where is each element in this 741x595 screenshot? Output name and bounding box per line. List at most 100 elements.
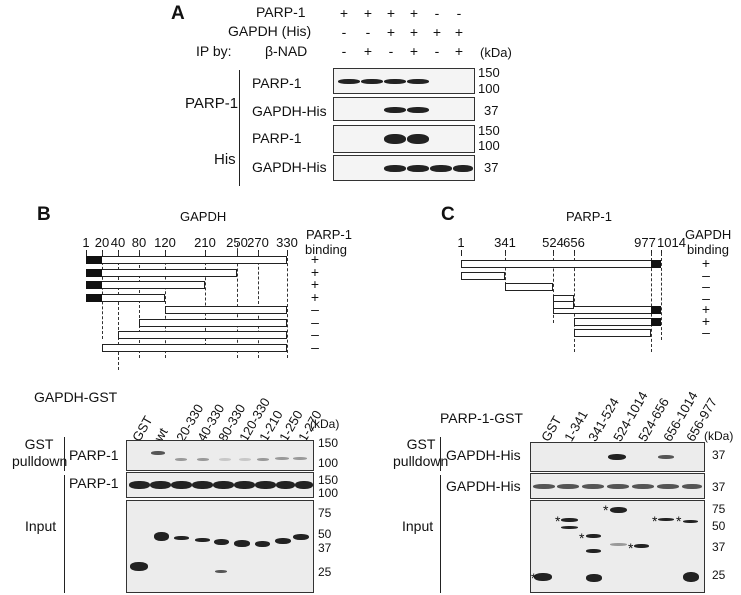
mw-b-100a: 100 xyxy=(318,456,339,470)
mw-a-150: 150 xyxy=(478,65,500,80)
gapdh-guide-4 xyxy=(165,252,166,358)
input-label-b: Input xyxy=(25,518,57,534)
mw-b-150b: 150 xyxy=(318,473,339,487)
blot-b-input-parp1 xyxy=(126,472,314,498)
gapdh-binding-3: + xyxy=(310,276,320,292)
gapdh-pos-tick-1 xyxy=(86,250,87,256)
parp1-cterm-block-5 xyxy=(651,306,661,314)
panel-a-letter: A xyxy=(171,3,185,24)
sign-parp1-4: + xyxy=(409,5,419,21)
mw-b-50: 50 xyxy=(318,527,332,541)
star-mark-c6: * xyxy=(652,513,658,529)
gst-pulldown-label-c1: GST xyxy=(406,436,436,452)
parp1-guide-3 xyxy=(574,253,575,352)
gapdh-binding-4: + xyxy=(310,288,320,305)
gapdh-guide-3 xyxy=(139,250,140,358)
sign-parp1-6: - xyxy=(456,5,462,21)
blot-a2 xyxy=(333,97,475,121)
gapdh-gst-header: GAPDH-GST xyxy=(34,389,118,405)
ip-group-his: His xyxy=(214,151,236,168)
gapdh-pos-40: 40 xyxy=(110,235,126,250)
sign-gapdh-1: - xyxy=(341,24,347,40)
gapdh-pos-330: 330 xyxy=(276,235,298,250)
blot-b-input-gst xyxy=(126,500,314,593)
kda-label-c: (kDa) xyxy=(704,429,734,443)
blot-label-b1: PARP-1 xyxy=(69,447,119,463)
gst-bracket-c xyxy=(440,437,441,471)
gst-pulldown-label-c2: pulldown xyxy=(393,453,449,469)
parp1-guide-4 xyxy=(651,253,652,352)
ipby-label: IP by: xyxy=(196,43,232,59)
gapdh-nterm-block-1 xyxy=(86,256,102,264)
blot-a3 xyxy=(333,125,475,153)
gapdh-fragment-2 xyxy=(86,268,237,277)
kda-label-a: (kDa) xyxy=(480,45,512,60)
gapdh-pos-80: 80 xyxy=(131,235,147,250)
parp1-lane-GST: GST xyxy=(538,413,565,444)
parp1-guide-1 xyxy=(505,253,506,285)
nad-row-label: β-NAD xyxy=(265,43,308,59)
star-mark-c4: * xyxy=(603,502,609,518)
sign-nad-4: + xyxy=(409,43,419,59)
gapdh-binding-header-2: binding xyxy=(687,242,729,257)
parp1-pos-656: 656 xyxy=(563,235,585,250)
gapdh-pos-tick-330 xyxy=(287,250,288,256)
parp1-pos-tick-1 xyxy=(461,250,462,256)
parp1-fragment-stub xyxy=(553,301,574,309)
blot-label-a1: PARP-1 xyxy=(252,75,302,91)
parp1-binding-4: – xyxy=(702,289,710,306)
mw-c-37a: 37 xyxy=(712,448,726,462)
mw-b-25: 25 xyxy=(318,565,332,579)
parp1-fragment-1 xyxy=(461,260,661,268)
gapdh-pos-1: 1 xyxy=(82,235,90,250)
panel-b-letter: B xyxy=(37,204,51,225)
gapdh-guide-8 xyxy=(287,258,288,358)
parp1-lane-1-341: 1-341 xyxy=(561,407,591,444)
parp1-fragment-6 xyxy=(574,317,661,326)
parp1-row-label: PARP-1 xyxy=(256,4,306,20)
parp1-guide-2 xyxy=(553,253,554,323)
blot-c-pulldown xyxy=(530,442,705,472)
parp1-map-title: PARP-1 xyxy=(566,209,612,224)
gapdh-binding-6: – xyxy=(311,313,319,330)
blot-label-a3: PARP-1 xyxy=(252,130,302,146)
sign-parp1-5: - xyxy=(434,5,440,21)
gapdh-row-label: GAPDH (His) xyxy=(228,23,312,39)
parp1-cterm-block-1 xyxy=(651,260,661,268)
gapdh-pos-210: 210 xyxy=(194,235,216,250)
star-mark-c3: * xyxy=(579,530,585,546)
gapdh-map-title: GAPDH xyxy=(180,209,227,224)
mw-a-100: 100 xyxy=(478,81,500,96)
blot-label-c1: GAPDH-His xyxy=(446,447,521,463)
gapdh-binding-1: + xyxy=(310,251,320,267)
gapdh-pos-250: 250 xyxy=(226,235,248,250)
panel-c-letter: C xyxy=(441,204,455,225)
parp1-binding-2: – xyxy=(702,266,710,283)
input-bracket-c xyxy=(440,475,441,593)
gapdh-guide-2 xyxy=(118,252,119,370)
mw-a-150b: 150 xyxy=(478,123,500,138)
parp1-cterm-block-6 xyxy=(651,317,661,326)
gapdh-binding-8: – xyxy=(311,338,319,355)
gapdh-fragment-7 xyxy=(118,331,287,339)
parp1-fragment-2 xyxy=(461,271,505,280)
parp1-pos-341: 341 xyxy=(494,235,516,250)
parp1-binding-1: + xyxy=(701,255,711,271)
mw-b-75: 75 xyxy=(318,506,332,520)
gapdh-pos-270: 270 xyxy=(247,235,269,250)
input-bracket-b xyxy=(64,475,65,593)
parp1-gst-header: PARP-1-GST xyxy=(440,410,523,426)
sign-nad-3: - xyxy=(388,43,394,59)
star-mark-c7: * xyxy=(676,513,682,529)
parp1-binding-header-1: PARP-1 xyxy=(306,227,352,242)
blot-label-c2: GAPDH-His xyxy=(446,478,521,494)
gapdh-binding-7: – xyxy=(311,326,319,342)
parp1-binding-6: + xyxy=(701,312,711,329)
star-mark-c1: * xyxy=(531,570,537,586)
blot-label-a2: GAPDH-His xyxy=(252,103,327,119)
star-mark-c5: * xyxy=(628,540,634,556)
ip-group-parp1: PARP-1 xyxy=(185,95,239,112)
gst-pulldown-label-b1: GST xyxy=(24,436,54,452)
gapdh-fragment-5 xyxy=(165,306,287,314)
sign-nad-6: + xyxy=(454,43,464,59)
